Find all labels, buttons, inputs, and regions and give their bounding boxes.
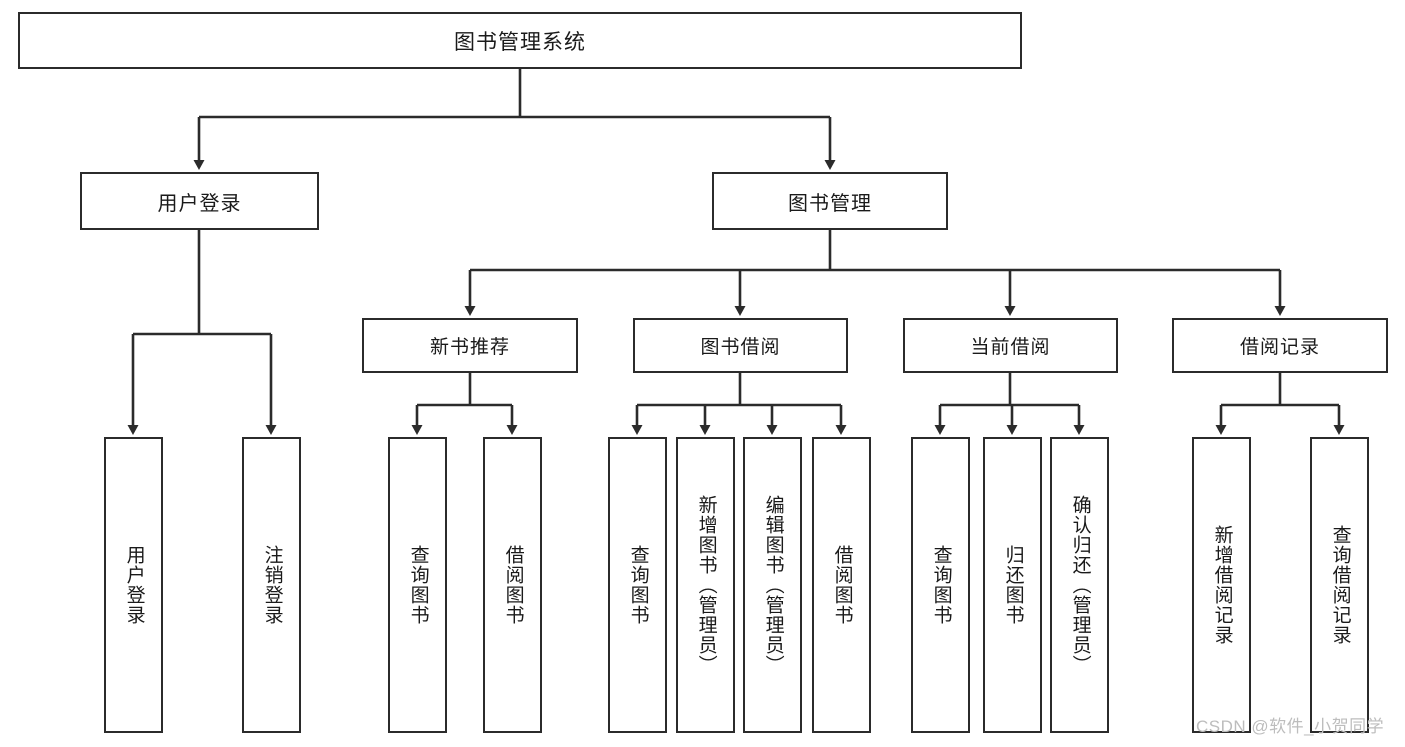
leaf-label: 确认归还（管理员） <box>1069 495 1091 675</box>
node-book-borrow[interactable]: 图书借阅 <box>633 318 848 373</box>
node-root-label: 图书管理系统 <box>454 30 586 54</box>
node-user-login[interactable]: 用户登录 <box>80 172 319 230</box>
node-book-management-label: 图书管理 <box>788 192 872 215</box>
leaf-label: 查询图书 <box>627 545 649 625</box>
leaf-query-book-recommend[interactable]: 查询图书 <box>388 437 447 733</box>
node-new-book-recommend[interactable]: 新书推荐 <box>362 318 578 373</box>
leaf-label: 注销登录 <box>261 545 283 625</box>
node-borrow-record-label: 借阅记录 <box>1239 337 1320 358</box>
leaf-confirm-return-admin[interactable]: 确认归还（管理员） <box>1050 437 1109 733</box>
node-new-book-recommend-label: 新书推荐 <box>429 337 510 358</box>
leaf-label: 查询图书 <box>930 545 952 625</box>
leaf-label: 编辑图书（管理员） <box>762 495 784 675</box>
leaf-query-book-current[interactable]: 查询图书 <box>911 437 970 733</box>
leaf-query-borrow-record[interactable]: 查询借阅记录 <box>1310 437 1369 733</box>
leaf-label: 归还图书 <box>1002 545 1024 625</box>
leaf-label: 用户登录 <box>123 545 145 625</box>
node-root[interactable]: 图书管理系统 <box>18 12 1022 69</box>
node-current-borrow[interactable]: 当前借阅 <box>903 318 1118 373</box>
node-current-borrow-label: 当前借阅 <box>970 337 1051 358</box>
leaf-logout[interactable]: 注销登录 <box>242 437 301 733</box>
leaf-label: 查询借阅记录 <box>1329 525 1351 645</box>
leaf-edit-book-admin[interactable]: 编辑图书（管理员） <box>743 437 802 733</box>
leaf-label: 借阅图书 <box>831 545 853 625</box>
leaf-return-book[interactable]: 归还图书 <box>983 437 1042 733</box>
leaf-label: 新增图书（管理员） <box>695 495 717 675</box>
leaf-label: 借阅图书 <box>502 545 524 625</box>
leaf-add-borrow-record[interactable]: 新增借阅记录 <box>1192 437 1251 733</box>
node-borrow-record[interactable]: 借阅记录 <box>1172 318 1388 373</box>
leaf-label: 新增借阅记录 <box>1211 525 1233 645</box>
leaf-query-book-borrow[interactable]: 查询图书 <box>608 437 667 733</box>
leaf-label: 查询图书 <box>407 545 429 625</box>
node-book-management[interactable]: 图书管理 <box>712 172 948 230</box>
leaf-add-book-admin[interactable]: 新增图书（管理员） <box>676 437 735 733</box>
node-user-login-label: 用户登录 <box>157 192 242 215</box>
leaf-borrow-book[interactable]: 借阅图书 <box>812 437 871 733</box>
leaf-borrow-book-recommend[interactable]: 借阅图书 <box>483 437 542 733</box>
csdn-watermark: CSDN @软件_小贺同学 <box>1196 717 1385 736</box>
node-book-borrow-label: 图书借阅 <box>700 337 781 358</box>
leaf-user-login[interactable]: 用户登录 <box>104 437 163 733</box>
